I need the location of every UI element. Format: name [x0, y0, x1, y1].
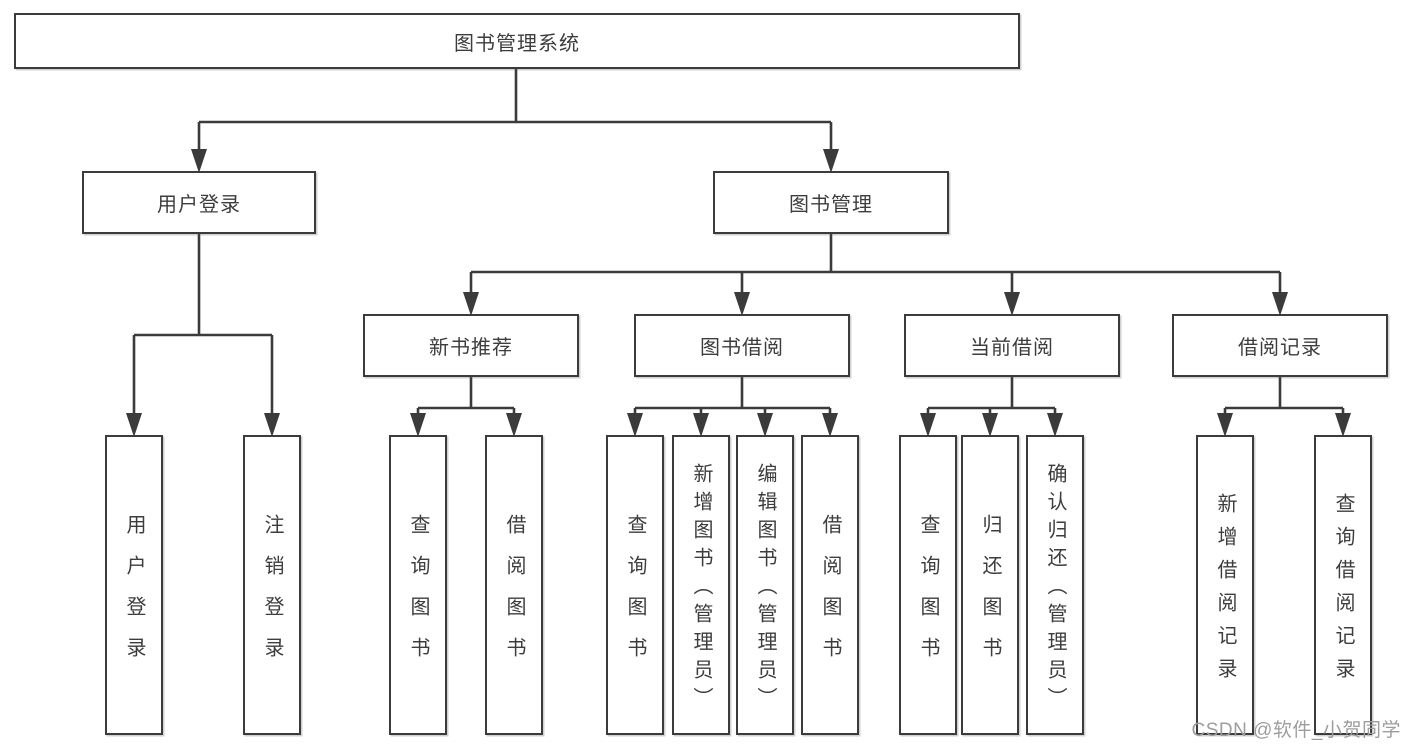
node-library-system: 图书管理系统 [14, 13, 1020, 69]
watermark-text: CSDN @软件_小贺同学 [1191, 720, 1401, 741]
leaf-query-book-current: 查询图书 [899, 435, 957, 735]
leaf-query-book-recommend: 查询图书 [389, 435, 447, 735]
leaf-logout: 注销登录 [243, 435, 301, 735]
leaf-label: 新增借阅记录 [1214, 492, 1236, 691]
node-book-management: 图书管理 [713, 171, 949, 234]
leaf-query-borrow-record: 查询借阅记录 [1314, 435, 1372, 735]
leaf-label: 借阅图书 [819, 513, 841, 678]
leaf-label: 查询图书 [407, 513, 429, 678]
leaf-label: 查询借阅记录 [1332, 492, 1354, 691]
leaf-confirm-return-admin: 确认归还（管理员） [1026, 435, 1084, 735]
leaf-label: 新增图书（管理员） [690, 463, 712, 715]
leaf-label: 用户登录 [123, 513, 145, 678]
leaf-return-book: 归还图书 [961, 435, 1019, 735]
node-current-borrowing: 当前借阅 [904, 314, 1120, 377]
leaf-edit-book-admin: 编辑图书（管理员） [736, 435, 794, 735]
leaf-add-borrow-record: 新增借阅记录 [1196, 435, 1254, 735]
leaf-label: 查询图书 [624, 513, 646, 678]
leaf-label: 查询图书 [917, 513, 939, 678]
leaf-query-book-borrowing: 查询图书 [606, 435, 664, 735]
leaf-borrow-book: 借阅图书 [801, 435, 859, 735]
leaf-label: 借阅图书 [503, 513, 525, 678]
leaf-user-login: 用户登录 [105, 435, 163, 735]
leaf-label: 编辑图书（管理员） [754, 463, 776, 715]
node-user-login: 用户登录 [82, 171, 316, 234]
leaf-add-book-admin: 新增图书（管理员） [672, 435, 730, 735]
leaf-borrow-book-recommend: 借阅图书 [485, 435, 543, 735]
leaf-label: 确认归还（管理员） [1044, 463, 1066, 715]
node-borrow-records: 借阅记录 [1172, 314, 1388, 377]
leaf-label: 归还图书 [979, 513, 1001, 678]
node-book-borrowing: 图书借阅 [634, 314, 850, 377]
leaf-label: 注销登录 [261, 513, 283, 678]
node-new-book-recommend: 新书推荐 [363, 314, 579, 377]
